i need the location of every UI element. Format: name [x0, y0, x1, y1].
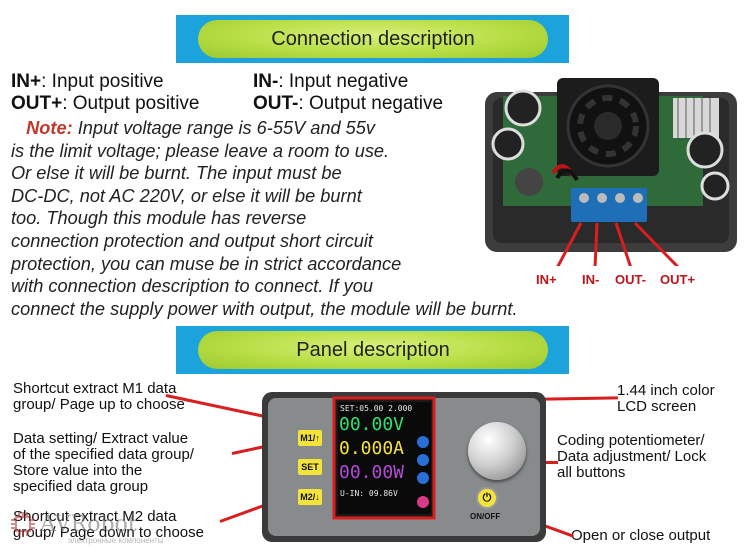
term-in-plus: IN+	[11, 71, 42, 92]
panel-banner: Panel description	[176, 326, 569, 374]
watermark-brand: AVRobot	[40, 511, 137, 537]
label-line: Shortcut extract M1 data	[13, 380, 177, 397]
connection-title: Connection description	[198, 20, 548, 58]
lcd-current: 0.000A	[339, 438, 405, 459]
definition-row: IN+: Input positive IN-: Input negative	[11, 71, 408, 93]
lcd-lock-icon	[417, 454, 429, 466]
label-in-plus: IN+	[536, 272, 557, 287]
label-line: Coding potentiometer/	[557, 432, 705, 449]
onoff-label: ON/OFF	[470, 512, 501, 521]
label-line: 1.44 inch color	[617, 382, 715, 399]
label-line: of the specified data group/	[13, 446, 194, 463]
label-line: specified data group	[13, 478, 149, 495]
set-button[interactable]: SET	[298, 459, 322, 475]
note-label: Note:	[26, 118, 73, 138]
note-line: is the limit voltage; please leave a roo…	[11, 140, 390, 161]
term-out-plus-desc: : Output positive	[62, 93, 200, 114]
watermark-subtitle: электронные компоненты	[68, 536, 164, 545]
m2-button[interactable]: M2/↓	[298, 489, 322, 505]
connection-banner: Connection description	[176, 15, 569, 63]
note-line: DC-DC, not AC 220V, or else it will be b…	[11, 185, 362, 206]
terminal-definitions: IN+: Input positive IN-: Input negative …	[11, 71, 443, 115]
lcd-power: 00.00W	[339, 462, 405, 483]
label-line: group/ Page up to choose	[13, 396, 185, 413]
lcd-voltage: 00.00V	[339, 414, 405, 435]
term-in-minus: IN-	[253, 71, 279, 92]
note-line: Note: Input voltage range is 6-55V and 5…	[26, 118, 375, 138]
watermark: AVRobot электронные компоненты	[10, 511, 163, 545]
m1-button[interactable]: M1/↑	[298, 430, 322, 446]
term-in-plus-desc: : Input positive	[41, 71, 164, 92]
note-line: connection protection and output short c…	[11, 230, 373, 251]
note-line: with connection description to connect. …	[11, 276, 373, 297]
label-line: Data adjustment/ Lock	[557, 448, 707, 465]
label-line: Data setting/ Extract value	[13, 430, 189, 447]
panel-title: Panel description	[198, 331, 548, 369]
definition-row: OUT+: Output positive OUT-: Output negat…	[11, 93, 443, 115]
label-line: group/ Page down to choose	[13, 524, 204, 541]
label-line: LCD screen	[617, 398, 697, 415]
note-line: connect the supply power with output, th…	[11, 298, 518, 319]
lcd-screen: SET:05.00 2.000 00.00V 0.000A 00.00W U-I…	[338, 402, 431, 514]
note-line: Or else it will be burnt. The input must…	[11, 163, 342, 184]
label-line: Shortcut extract M2 data	[13, 508, 177, 525]
label-out-minus: OUT-	[615, 272, 647, 287]
lcd-set-status: SET:05.00 2.000	[340, 404, 413, 413]
label-line: all buttons	[557, 464, 626, 481]
label-line: Open or close output	[571, 527, 711, 544]
lcd-input-voltage: U-IN: 09.86V	[340, 489, 398, 498]
module-photo	[485, 78, 737, 266]
lcd-power-icon	[417, 496, 429, 508]
note-line: too. Though this module has reverse	[11, 208, 307, 229]
power-icon: ⏻	[482, 491, 492, 504]
onoff-button[interactable]: ⏻	[476, 487, 498, 509]
term-out-minus: OUT-	[253, 93, 299, 114]
chip-icon	[11, 512, 35, 536]
warning-note: Note: Input voltage range is 6-55V and 5…	[11, 117, 631, 320]
term-out-minus-desc: : Output negative	[298, 93, 444, 114]
label-in-minus: IN-	[582, 272, 600, 287]
term-in-minus-desc: : Input negative	[278, 71, 409, 92]
note-line: protection, you can muse be in strict ac…	[11, 253, 402, 274]
lcd-status-icon	[417, 436, 429, 448]
lcd-mode-icon	[417, 472, 429, 484]
coding-potentiometer-knob[interactable]	[468, 422, 526, 480]
label-coding-potentiometer: Coding potentiometer/Data adjustment/ Lo…	[557, 433, 706, 481]
label-onoff-output: Open or close output	[571, 528, 710, 544]
label-out-plus: OUT+	[660, 272, 696, 287]
label-line: Store value into the	[13, 462, 143, 479]
term-out-plus: OUT+	[11, 93, 63, 114]
